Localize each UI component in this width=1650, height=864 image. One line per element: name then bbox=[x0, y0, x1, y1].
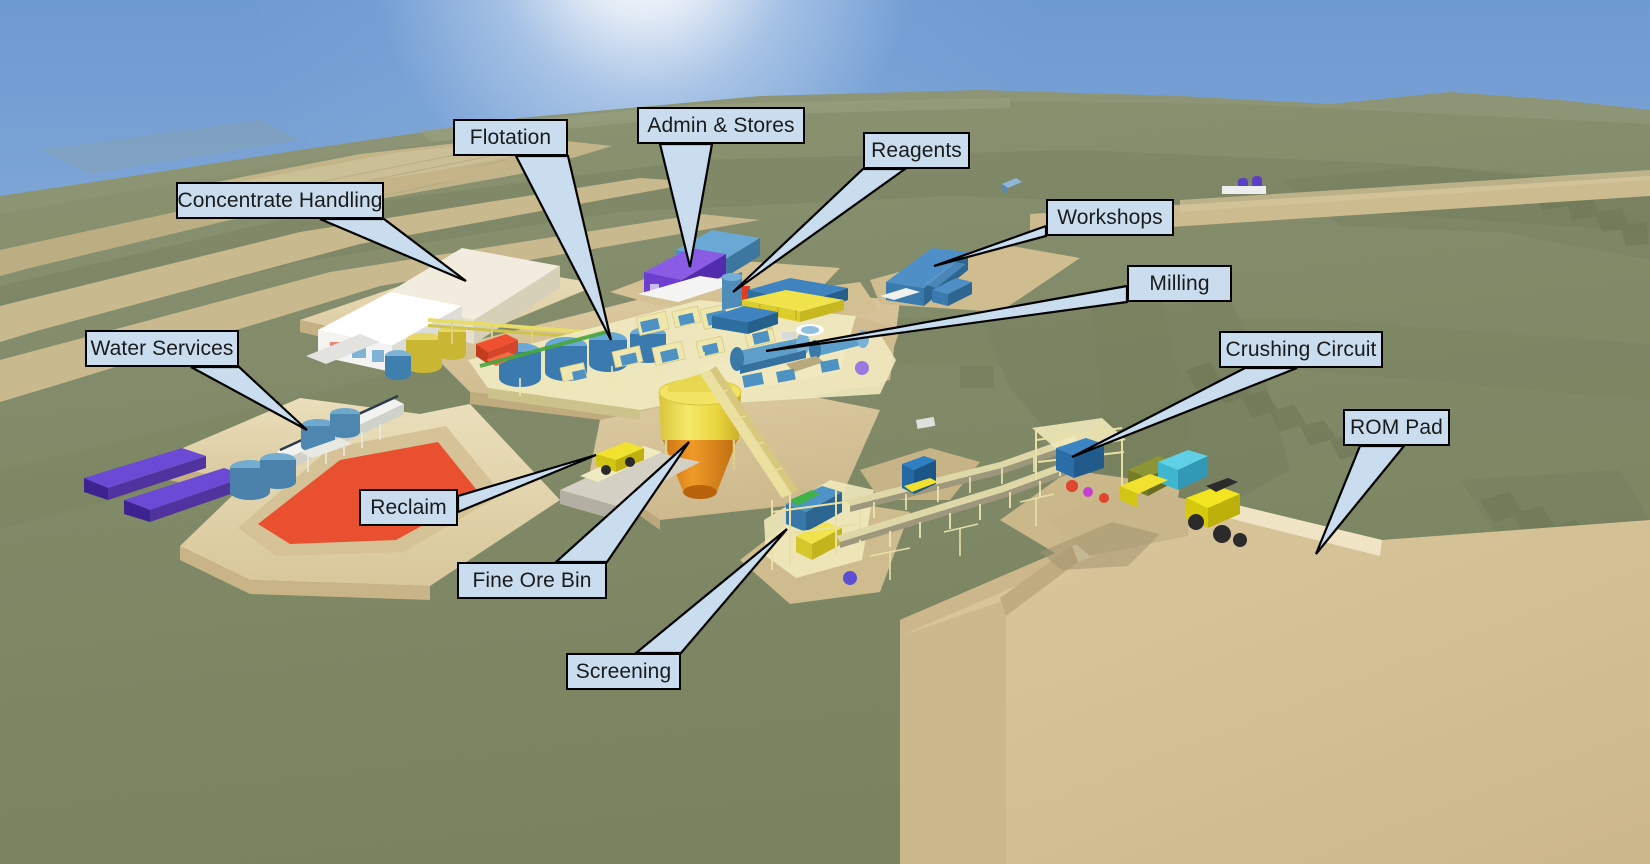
callout-label-text: Screening bbox=[575, 660, 672, 683]
callout-label-text: Water Services bbox=[90, 337, 234, 360]
callout-label-text: Admin & Stores bbox=[647, 114, 795, 137]
thickener-tank bbox=[385, 350, 411, 380]
callout-water-services[interactable]: Water Services bbox=[85, 330, 239, 367]
distant-tanks bbox=[1222, 176, 1266, 194]
callout-reclaim[interactable]: Reclaim bbox=[359, 489, 458, 526]
callout-label-text: Flotation bbox=[469, 126, 552, 149]
callout-label-text: Crushing Circuit bbox=[1225, 338, 1377, 361]
callout-crushing-circuit[interactable]: Crushing Circuit bbox=[1219, 331, 1383, 368]
callout-label-text: Milling bbox=[1149, 272, 1210, 295]
callout-concentrate-handling[interactable]: Concentrate Handling bbox=[176, 182, 384, 219]
bin-conveyor bbox=[700, 366, 798, 498]
callout-label-text: Fine Ore Bin bbox=[472, 569, 592, 592]
overland-conveyor bbox=[836, 436, 1086, 580]
callout-label-text: Concentrate Handling bbox=[177, 189, 383, 212]
water-tank bbox=[260, 453, 296, 489]
water-services-area bbox=[230, 394, 404, 500]
pipeline-b bbox=[124, 468, 248, 522]
distant-equipment bbox=[1002, 178, 1022, 194]
callout-reagents[interactable]: Reagents bbox=[863, 132, 970, 169]
callout-workshops[interactable]: Workshops bbox=[1046, 199, 1174, 236]
water-tank bbox=[330, 408, 360, 438]
concentrate-tank bbox=[406, 333, 442, 373]
callout-label-text: ROM Pad bbox=[1350, 416, 1443, 439]
callout-label-text: Reclaim bbox=[370, 496, 447, 519]
workshops-building bbox=[880, 248, 972, 306]
screening-plant bbox=[764, 480, 874, 585]
callout-admin-stores[interactable]: Admin & Stores bbox=[637, 107, 805, 144]
haul-truck bbox=[1186, 478, 1247, 547]
callout-screening[interactable]: Screening bbox=[566, 653, 681, 690]
callout-label-text: Reagents bbox=[871, 139, 962, 162]
callout-fine-ore-bin[interactable]: Fine Ore Bin bbox=[457, 562, 607, 599]
callout-milling[interactable]: Milling bbox=[1127, 265, 1232, 302]
crushing-circuit bbox=[1032, 418, 1208, 508]
callout-label-text: Workshops bbox=[1057, 206, 1163, 229]
callout-rom-pad[interactable]: ROM Pad bbox=[1343, 409, 1450, 446]
callout-flotation[interactable]: Flotation bbox=[453, 119, 568, 156]
pipeline-a bbox=[84, 448, 206, 500]
